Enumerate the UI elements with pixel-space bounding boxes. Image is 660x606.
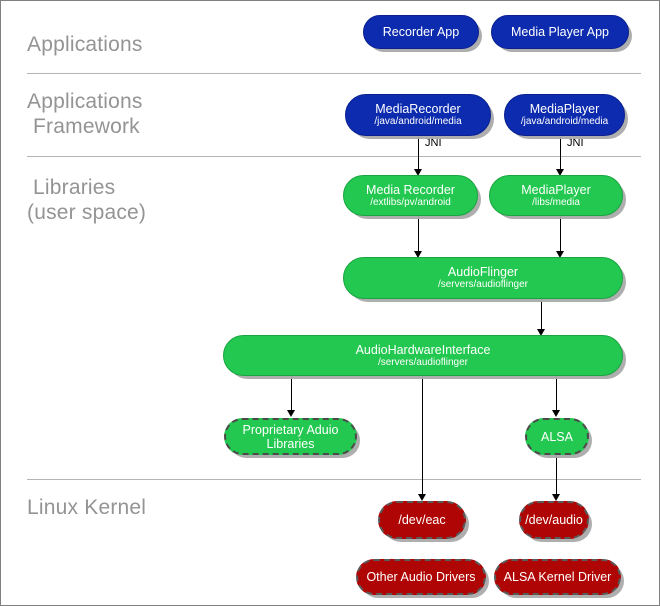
node-audiohardwareinterface-subtitle: /servers/audioflinger — [377, 356, 469, 368]
node-audiohardwareinterface-title: AudioHardwareInterface — [355, 342, 491, 357]
jni-label-right: JNI — [567, 137, 584, 149]
node-media-player-app[interactable]: Media Player App — [491, 15, 629, 49]
connector-audioflinger-to-audiohardwareinterface — [541, 299, 542, 333]
node-mediaplayer-lib-title: MediaPlayer — [521, 182, 591, 197]
connector-ahi-to-dev-eac — [422, 376, 423, 498]
connector-ahi-to-proprietary-libraries — [291, 376, 292, 414]
arrowhead-audioflinger-to-audiohardwareinterface — [537, 329, 545, 336]
node-audiohardwareinterface[interactable]: AudioHardwareInterface /servers/audiofli… — [223, 335, 623, 376]
node-mediaplayer-framework[interactable]: MediaPlayer /java/android/media — [504, 94, 625, 136]
node-proprietary-audio-libraries-title: Proprietary Aduio — [242, 422, 339, 437]
arrowhead-mediarecorder-to-lib — [414, 169, 422, 176]
connector-mediarecorderlib-to-audioflinger — [418, 216, 419, 255]
divider-framework — [27, 156, 641, 157]
arrowhead-ahi-to-dev-eac — [418, 494, 426, 501]
node-alsa[interactable]: ALSA — [525, 418, 589, 455]
node-mediarecorder-framework-title: MediaRecorder — [375, 102, 461, 116]
band-label-applications-framework: Applications Framework — [27, 90, 143, 138]
node-alsa-kernel-driver[interactable]: ALSA Kernel Driver — [494, 559, 621, 595]
node-media-player-app-title: Media Player App — [511, 25, 609, 39]
band-label-linux-kernel: Linux Kernel — [27, 496, 147, 519]
node-dev-audio[interactable]: /dev/audio — [519, 501, 589, 539]
node-alsa-title: ALSA — [541, 429, 573, 444]
node-other-audio-drivers[interactable]: Other Audio Drivers — [356, 559, 486, 595]
connector-ahi-to-alsa — [556, 376, 557, 414]
connector-mediaplayerlib-to-audioflinger — [560, 216, 561, 255]
node-recorder-app[interactable]: Recorder App — [363, 15, 479, 49]
node-dev-eac-title: /dev/eac — [398, 513, 446, 527]
connector-mediarecorder-to-lib — [418, 137, 419, 173]
node-proprietary-audio-libraries-subtitle: Libraries — [266, 436, 315, 451]
arrowhead-ahi-to-alsa — [552, 410, 560, 417]
node-media-recorder-lib-title: Media Recorder — [366, 182, 455, 197]
node-dev-eac[interactable]: /dev/eac — [378, 501, 466, 539]
connector-mediaplayer-to-lib — [560, 137, 561, 173]
arrowhead-mediaplayer-to-lib — [556, 169, 564, 176]
arrowhead-ahi-to-proprietary-libraries — [287, 410, 295, 417]
node-dev-audio-title: /dev/audio — [525, 513, 583, 527]
arrowhead-mediarecorderlib-to-audioflinger — [414, 251, 422, 258]
jni-label-left: JNI — [425, 137, 442, 149]
node-recorder-app-title: Recorder App — [382, 25, 460, 39]
node-alsa-kernel-driver-title: ALSA Kernel Driver — [503, 570, 612, 584]
node-mediaplayer-framework-subtitle: /java/android/media — [520, 116, 609, 127]
node-mediaplayer-lib-subtitle: /libs/media — [532, 196, 580, 208]
node-audioflinger-title: AudioFlinger — [447, 265, 519, 279]
node-media-recorder-lib-subtitle: /extlibs/pv/android — [370, 196, 451, 208]
node-other-audio-drivers-title: Other Audio Drivers — [366, 570, 476, 584]
node-mediarecorder-framework-subtitle: /java/android/media — [374, 116, 462, 127]
node-audioflinger-subtitle: /servers/audioflinger — [437, 279, 529, 290]
connector-alsa-to-dev-audio — [556, 455, 557, 498]
band-label-applications: Applications — [27, 33, 143, 56]
arrowhead-alsa-to-dev-audio — [552, 494, 560, 501]
node-media-recorder-lib[interactable]: Media Recorder /extlibs/pv/android — [343, 175, 478, 216]
node-audioflinger[interactable]: AudioFlinger /servers/audioflinger — [343, 257, 623, 299]
node-mediaplayer-framework-title: MediaPlayer — [529, 102, 600, 116]
node-mediaplayer-lib[interactable]: MediaPlayer /libs/media — [489, 175, 623, 216]
band-label-libraries: Libraries (user space) — [27, 176, 147, 224]
node-mediarecorder-framework[interactable]: MediaRecorder /java/android/media — [345, 94, 491, 136]
arrowhead-mediaplayerlib-to-audioflinger — [556, 251, 564, 258]
divider-kernel — [27, 479, 641, 480]
node-proprietary-audio-libraries[interactable]: Proprietary Aduio Libraries — [224, 418, 357, 455]
divider-applications — [27, 73, 641, 74]
